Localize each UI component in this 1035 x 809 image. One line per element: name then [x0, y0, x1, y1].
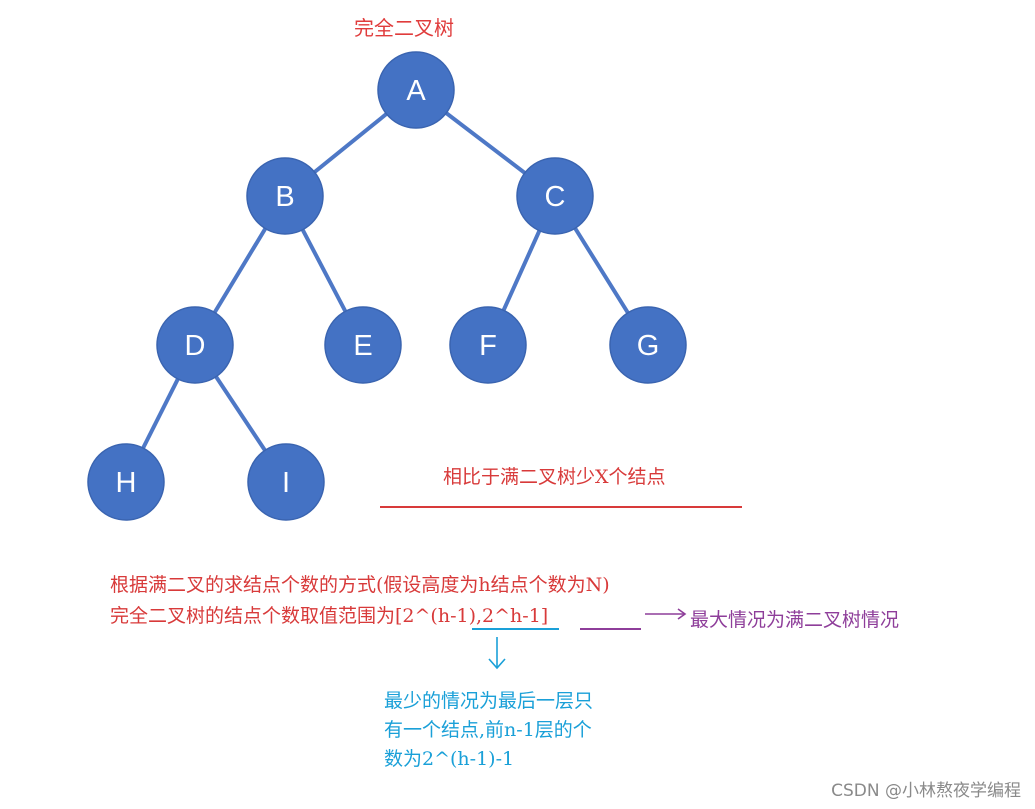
node-circle-G: [609, 306, 687, 384]
node-label-I: I: [282, 467, 290, 499]
missing-nodes-note: 相比于满二叉树少X个结点: [443, 466, 666, 488]
formula-line-1: 根据满二叉的求结点个数的方式(假设高度为h结点个数为N): [110, 574, 610, 596]
node-circle-I: [247, 443, 325, 521]
min-case-note: 最少的情况为最后一层只 有一个结点,前n-1层的个 数为2^(h-1)-1: [384, 687, 593, 774]
node-D: D: [156, 306, 234, 384]
node-label-D: D: [185, 330, 206, 362]
max-case-note: 最大情况为满二叉树情况: [690, 609, 900, 631]
node-label-F: F: [479, 330, 497, 362]
min-case-arrow: [488, 637, 506, 670]
node-label-H: H: [116, 467, 137, 499]
node-C: C: [516, 157, 594, 235]
diagram-title: 完全二叉树: [354, 16, 454, 40]
node-G: G: [609, 306, 687, 384]
min-case-line-2: 有一个结点,前n-1层的个: [384, 719, 592, 741]
min-case-line-3: 数为2^(h-1)-1: [384, 748, 515, 770]
node-E: E: [324, 306, 402, 384]
node-I: I: [247, 443, 325, 521]
node-label-A: A: [406, 75, 426, 107]
watermark: CSDN @小林熬夜学编程: [831, 781, 1021, 801]
node-A: A: [377, 51, 455, 129]
node-label-B: B: [275, 181, 294, 213]
node-circle-A: [377, 51, 455, 129]
tree-edges: [124, 88, 650, 484]
tree-nodes: A B C D E F G H I: [87, 51, 687, 521]
node-label-C: C: [545, 181, 566, 213]
node-circle-E: [324, 306, 402, 384]
node-circle-B: [246, 157, 324, 235]
formula-line-2: 完全二叉树的结点个数取值范围为[2^(h-1),2^h-1]: [110, 605, 549, 627]
node-H: H: [87, 443, 165, 521]
max-case-arrow: [645, 608, 687, 620]
node-label-E: E: [353, 330, 372, 362]
node-circle-H: [87, 443, 165, 521]
node-B: B: [246, 157, 324, 235]
min-case-line-1: 最少的情况为最后一层只: [384, 690, 594, 712]
node-circle-C: [516, 157, 594, 235]
node-circle-D: [156, 306, 234, 384]
node-label-G: G: [637, 330, 660, 362]
node-circle-F: [449, 306, 527, 384]
node-F: F: [449, 306, 527, 384]
